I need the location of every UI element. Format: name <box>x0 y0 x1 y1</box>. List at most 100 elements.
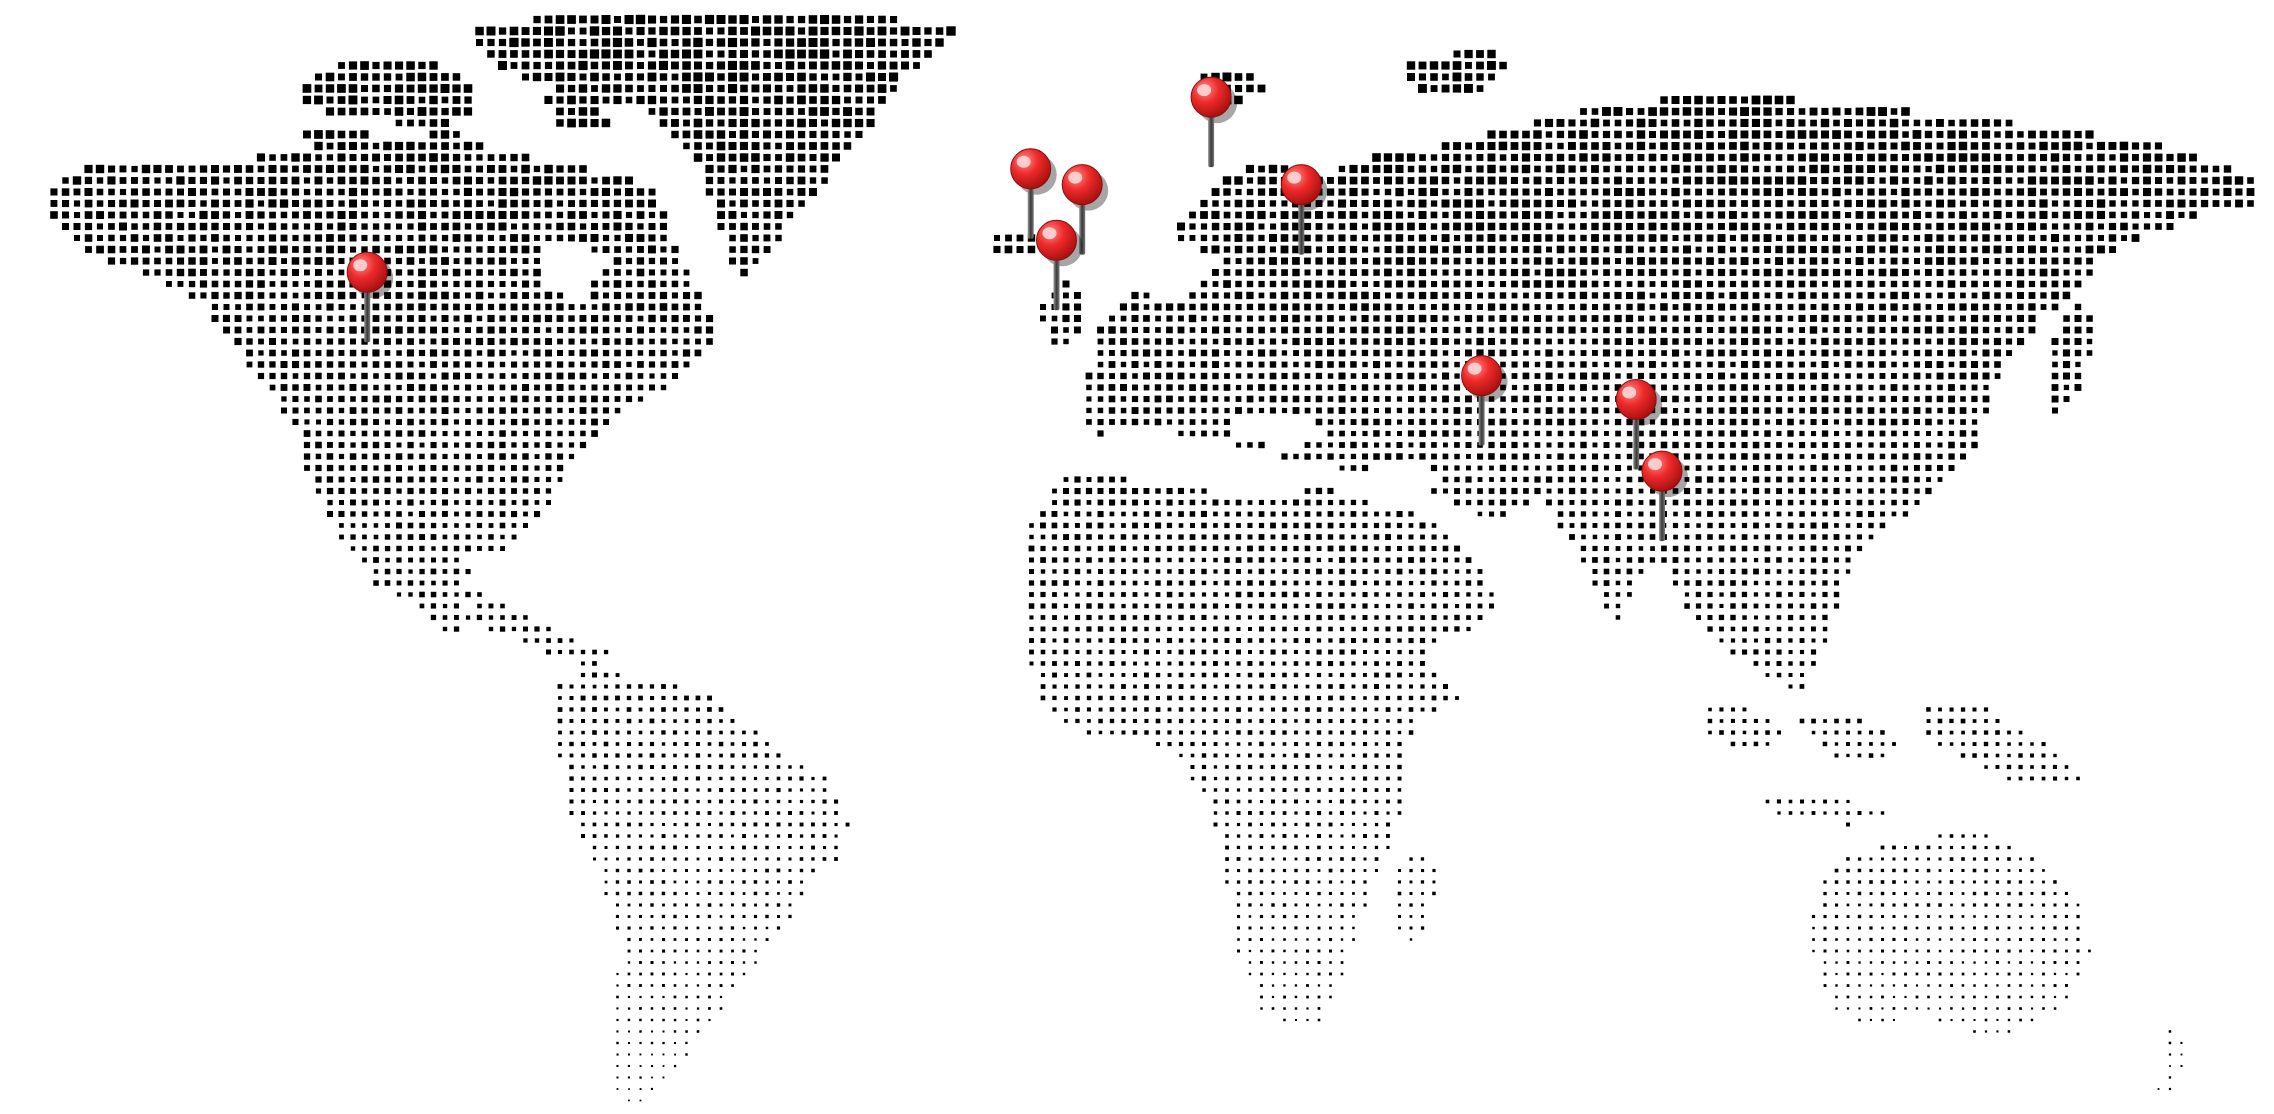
map-dot <box>1684 442 1690 448</box>
map-dot <box>1856 292 1863 299</box>
map-dot <box>1707 396 1713 402</box>
map-dot <box>1707 453 1713 460</box>
map-dot <box>591 326 598 334</box>
map-dot <box>348 187 358 197</box>
map-dot <box>1419 395 1426 403</box>
map-dot <box>96 177 104 184</box>
map-dot <box>1683 188 1691 196</box>
map-dot <box>2016 280 2025 288</box>
map-dot <box>1763 130 1772 139</box>
map-dot <box>522 418 529 426</box>
map-dot <box>1521 141 1531 151</box>
map-dot <box>1970 257 1979 265</box>
map-dot <box>1615 511 1621 517</box>
map-dot <box>2062 141 2071 151</box>
map-dot <box>487 487 495 495</box>
map-dot <box>729 223 736 230</box>
map-dot <box>1200 199 1208 208</box>
map-dot <box>476 165 483 173</box>
map-dot <box>1258 165 1265 173</box>
map-dot <box>1361 165 1369 173</box>
map-dot <box>1258 373 1265 379</box>
map-dot <box>74 212 81 219</box>
map-dot <box>1832 234 1841 242</box>
map-dot <box>1856 327 1863 333</box>
map-dot <box>417 72 427 82</box>
map-dot <box>1914 442 1920 448</box>
map-dot <box>544 164 553 174</box>
map-dot <box>1418 245 1427 254</box>
map-dot <box>1453 303 1461 311</box>
map-dot <box>1430 464 1438 472</box>
map-dot <box>1315 269 1323 276</box>
map-dot <box>256 153 265 162</box>
map-dot <box>1268 164 1278 174</box>
map-dot <box>1465 338 1472 345</box>
map-dot <box>1878 107 1887 116</box>
map-dot <box>2154 153 2163 162</box>
map-dot <box>1764 453 1771 460</box>
map-dot <box>1200 303 1208 311</box>
map-dot <box>1339 568 1345 575</box>
map-dot <box>1637 108 1645 115</box>
map-dot <box>1753 499 1759 506</box>
map-dot <box>2200 165 2209 173</box>
map-dot <box>1212 292 1219 299</box>
map-dot <box>1810 419 1817 426</box>
map-dot <box>1361 395 1368 402</box>
map-dot <box>1627 511 1632 517</box>
map-dot <box>590 38 599 47</box>
map-dot <box>338 327 345 333</box>
map-dot <box>1880 511 1885 517</box>
map-dot <box>637 280 644 288</box>
map-dot <box>580 384 586 391</box>
map-dot <box>2006 281 2012 287</box>
map-dot <box>1132 488 1139 495</box>
map-dot <box>1797 130 1807 139</box>
map-dot <box>1201 407 1207 414</box>
map-dot <box>1751 130 1761 139</box>
map-dot <box>1845 569 1851 574</box>
map-dot <box>303 245 311 254</box>
map-dot <box>338 372 345 380</box>
map-dot <box>1292 257 1300 265</box>
map-dot <box>1775 268 1783 277</box>
map-dot <box>268 222 277 231</box>
map-dot <box>1902 235 1909 241</box>
map-dot <box>1787 465 1793 471</box>
map-dot <box>1660 223 1668 230</box>
map-dot <box>1718 407 1725 414</box>
map-dot <box>1925 304 1932 310</box>
map-dot <box>2223 187 2232 196</box>
map-dot <box>1626 568 1633 575</box>
map-dot <box>1982 119 1990 127</box>
map-dot <box>1430 291 1438 300</box>
map-dot <box>1627 534 1632 540</box>
map-dot <box>1695 326 1702 334</box>
map-dot <box>131 211 138 219</box>
map-dot <box>671 73 679 81</box>
map-dot <box>637 315 644 322</box>
map-dot <box>1362 361 1368 368</box>
map-dot <box>1787 315 1794 322</box>
map-dot <box>1821 407 1829 414</box>
map-dot <box>315 154 322 161</box>
map-dot <box>1246 234 1254 242</box>
map-dot <box>1132 522 1138 529</box>
map-dot <box>1384 453 1392 460</box>
map-dot <box>819 49 830 59</box>
map-dot <box>2155 223 2162 230</box>
map-dot <box>1545 268 1553 277</box>
map-dot <box>1040 569 1046 574</box>
map-dot <box>534 454 540 459</box>
map-dot <box>1349 176 1358 185</box>
map-dot <box>1086 384 1092 391</box>
map-dot <box>1810 568 1817 575</box>
map-dot <box>1557 292 1564 299</box>
map-dot <box>1166 419 1173 425</box>
map-dot <box>693 37 703 48</box>
map-dot <box>1694 130 1703 139</box>
map-dot <box>1799 465 1805 471</box>
map-dot <box>372 61 380 70</box>
map-dot <box>1511 499 1518 506</box>
